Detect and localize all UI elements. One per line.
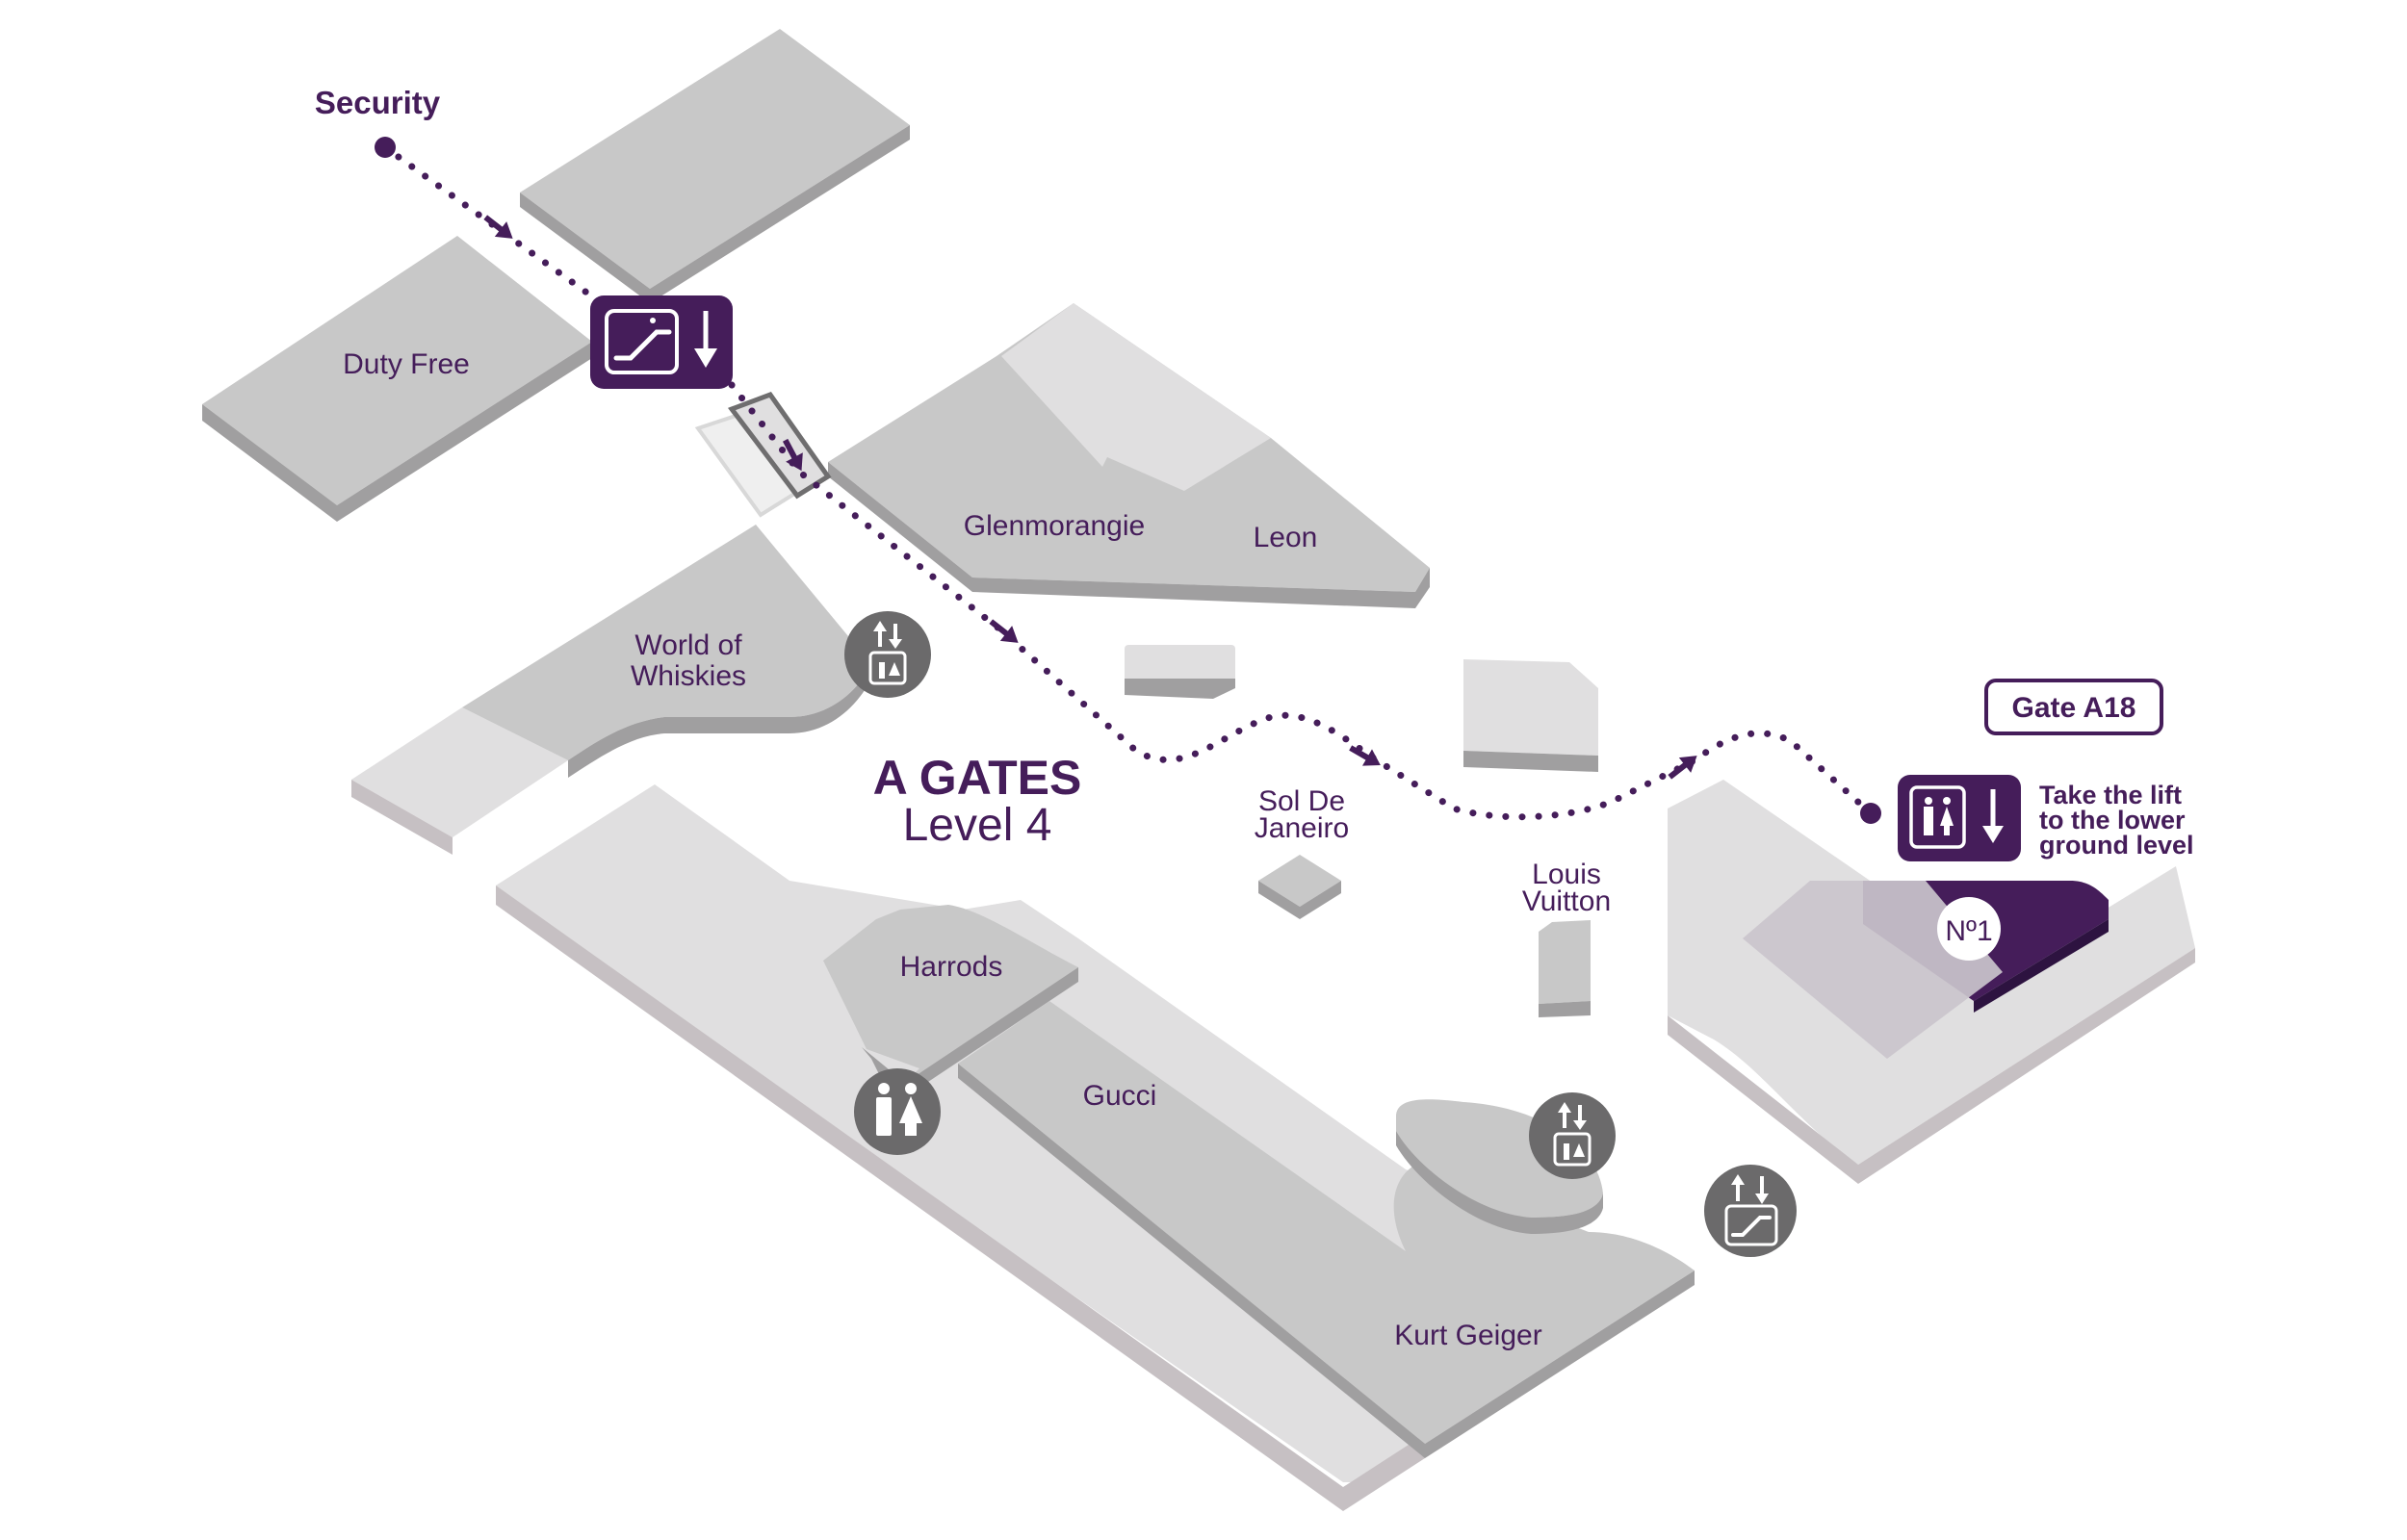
shop-label-gucci: Gucci	[1083, 1080, 1157, 1112]
route-dotted-line	[381, 143, 1875, 821]
toilets-icon	[876, 1083, 922, 1136]
lift-toilets-sign-2[interactable]	[1529, 1092, 1616, 1179]
instruction-line-2: to the lower	[2039, 806, 2186, 834]
shop-label-harrods: Harrods	[900, 951, 1003, 983]
shop-label-kurt-geiger: Kurt Geiger	[1394, 1320, 1541, 1351]
shop-label-duty-free: Duty Free	[343, 348, 470, 380]
shop-label-glenmorangie: Glenmorangie	[964, 510, 1145, 542]
escalator-icon	[1724, 1174, 1778, 1246]
escalator-down-sign[interactable]	[590, 295, 733, 389]
lift-down-sign[interactable]	[1898, 775, 2021, 861]
route-arrow-3	[989, 619, 1019, 643]
kiosk-1	[1125, 645, 1235, 699]
escalator-graphic	[694, 391, 832, 518]
concourse-west	[351, 707, 568, 855]
lounge-badge: Nº1	[1945, 915, 1992, 947]
shop-block-north	[520, 29, 910, 303]
lift-icon	[1553, 1102, 1592, 1167]
map-title: A GATES	[873, 751, 1082, 805]
shop-label-world-of: World of	[634, 629, 742, 661]
gate-label: Gate A18	[2012, 692, 2136, 724]
shop-world-of-whiskies: World of Whiskies	[462, 525, 871, 778]
shop-label-janeiro: Janeiro	[1255, 812, 1349, 844]
route-arrow-5	[1668, 756, 1697, 780]
escalator-sign[interactable]	[1704, 1165, 1797, 1257]
map-subtitle: Level 4	[903, 800, 1052, 851]
route-arrow-4	[1349, 745, 1381, 766]
shop-label-whiskies: Whiskies	[631, 660, 746, 692]
lounge-no1: Nº1	[1743, 881, 2109, 1059]
walking-route	[381, 143, 1875, 821]
kiosk-2	[1463, 659, 1598, 772]
toilets-sign[interactable]	[854, 1068, 941, 1155]
route-arrow-2	[782, 438, 803, 472]
gate-a18-badge[interactable]: Gate A18	[1984, 679, 2163, 735]
route-start-dot	[375, 137, 396, 158]
shop-gucci-kurt-geiger: Gucci Kurt Geiger	[958, 1001, 1695, 1458]
shop-label-louis: Louis	[1532, 859, 1601, 890]
escalator-down-icon	[605, 309, 717, 374]
shop-duty-free: Duty Free	[202, 236, 592, 522]
route-arrow-1	[483, 215, 513, 239]
route-end-dot	[1860, 803, 1881, 824]
shop-sol-de-janeiro: Sol De Janeiro	[1255, 785, 1349, 919]
route-arrows	[483, 215, 1697, 780]
lift-toilets-sign-1[interactable]	[844, 611, 931, 698]
shop-label-leon: Leon	[1254, 522, 1318, 553]
shop-glenmorangie-leon: Glenmorangie Leon	[828, 303, 1430, 608]
shop-label-vuitton: Vuitton	[1522, 886, 1611, 917]
shop-label-sol-de: Sol De	[1258, 785, 1345, 817]
instruction-line-1: Take the lift	[2039, 781, 2182, 809]
security-label: Security	[315, 85, 441, 120]
lift-down-icon	[1909, 785, 2004, 849]
instruction-line-3: ground level	[2039, 831, 2194, 860]
shop-louis-vuitton: Louis Vuitton	[1522, 859, 1611, 1017]
lift-icon	[868, 621, 907, 685]
